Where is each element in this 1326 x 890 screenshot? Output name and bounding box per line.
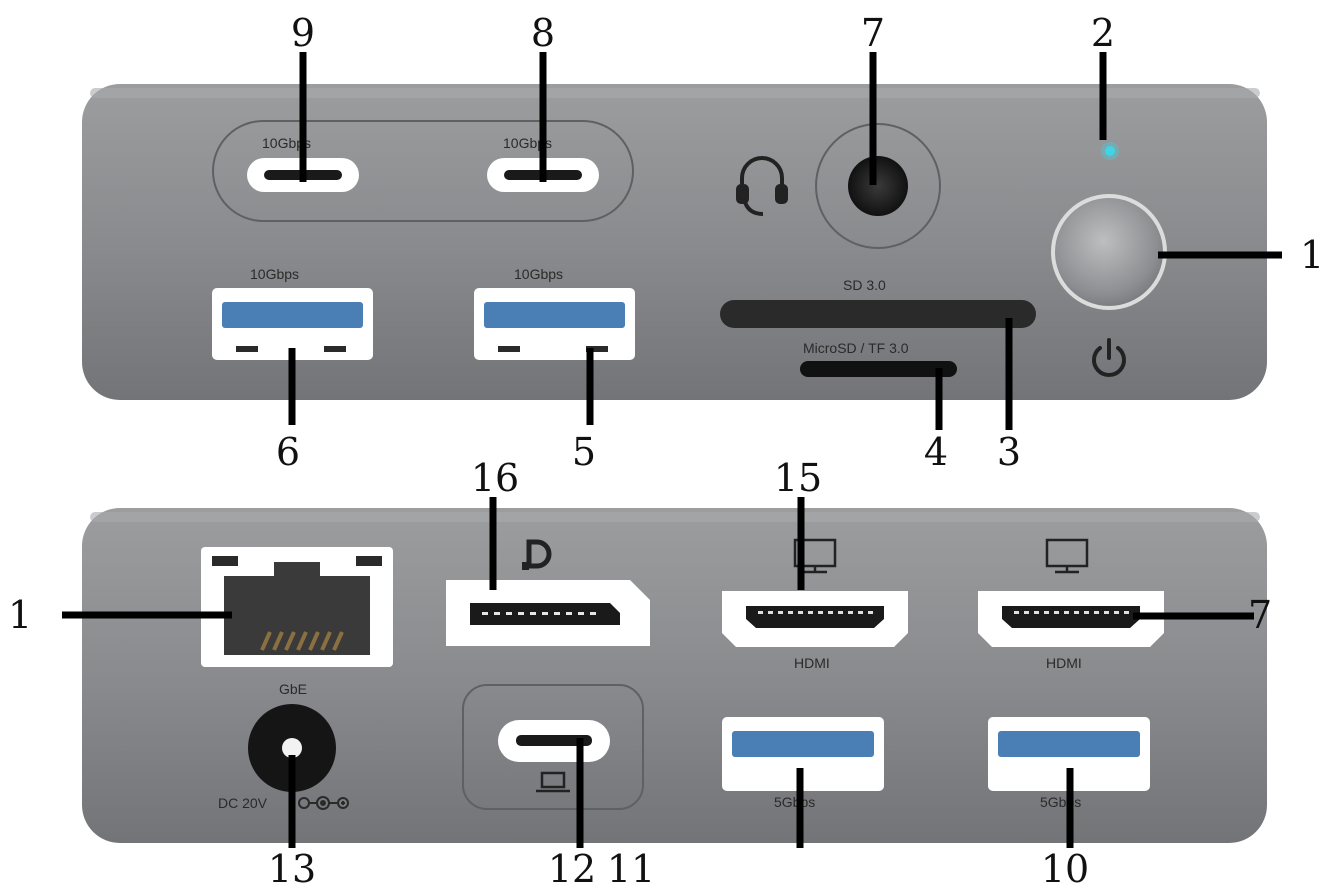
sd-card-slot <box>720 300 1036 328</box>
callout-3: 3 <box>997 430 1021 474</box>
usb-a-1-label: 10Gbps <box>250 266 299 282</box>
callout-13: 13 <box>268 847 316 890</box>
audio-jack-recess <box>815 123 941 249</box>
callout-16: 16 <box>471 456 519 500</box>
callout-rear-1: 1 <box>8 593 32 637</box>
usb-a-port-1-clip-r <box>324 346 346 352</box>
callout-5: 5 <box>572 430 596 474</box>
callout-2: 2 <box>1091 11 1115 55</box>
hdmi-port-2-socket <box>1002 606 1140 628</box>
dc-label: DC 20V <box>218 795 268 811</box>
hdmi-port-1-pins <box>758 611 873 614</box>
rear-highlight <box>90 512 1260 522</box>
microsd-label: MicroSD / TF 3.0 <box>803 340 909 356</box>
sd-label: SD 3.0 <box>843 277 886 293</box>
callout-9: 9 <box>291 11 315 55</box>
hdmi-port-1-socket <box>746 606 884 628</box>
hdmi-2-label: HDMI <box>1046 655 1082 671</box>
usb-a-port-2-clip-l <box>498 346 520 352</box>
usb-a-port-2-tongue <box>484 302 625 328</box>
usb-a-3-label: 5Gbps <box>774 794 815 810</box>
callout-11: 11 <box>607 847 655 890</box>
callout-15: 15 <box>774 456 822 500</box>
headset-icon <box>736 156 788 216</box>
power-button <box>1055 198 1163 306</box>
ethernet-socket <box>224 562 370 655</box>
front-panel: 10Gbps 10Gbps 10Gbps 10Gbps SD 3.0 <box>82 84 1267 400</box>
polarity-icon <box>298 796 349 810</box>
usb-a-port-3-tongue <box>732 731 874 757</box>
usb-a-4-label: 5Gbps <box>1040 794 1081 810</box>
usb-a-port-1-clip-l <box>236 346 258 352</box>
power-icon <box>1092 338 1126 377</box>
rear-panel: GbE DC 20V <box>82 508 1267 843</box>
callout-10: 10 <box>1041 847 1089 890</box>
usb-c-recess <box>212 120 634 222</box>
front-highlight <box>90 88 1260 98</box>
hdmi-1-label: HDMI <box>794 655 830 671</box>
callout-4: 4 <box>924 430 948 474</box>
displayport-icon <box>522 539 552 570</box>
callout-12: 12 <box>548 847 596 890</box>
audio-jack <box>848 156 908 216</box>
hdmi-port-2-pins <box>1014 611 1129 614</box>
ethernet-led-right <box>356 556 382 566</box>
leader-lines <box>62 52 1282 848</box>
callout-1: 1 <box>1300 233 1324 277</box>
usb-a-port-2-clip-r <box>586 346 608 352</box>
usb-a-port-1-tongue <box>222 302 363 328</box>
monitor-icon-2 <box>1045 538 1089 574</box>
laptop-icon <box>536 771 570 793</box>
callout-6: 6 <box>276 430 300 474</box>
callout-7: 7 <box>861 11 885 55</box>
ethernet-led-left <box>212 556 238 566</box>
callout-rear-7: 7 <box>1248 593 1272 637</box>
callout-numbers: 9 8 7 2 1 6 5 4 3 16 15 1 7 13 12 11 10 <box>8 11 1324 890</box>
usb-c-1-label: 10Gbps <box>262 135 311 151</box>
microsd-card-slot <box>800 361 957 377</box>
monitor-icon-1 <box>793 538 837 574</box>
dc-jack-pin <box>282 738 302 758</box>
upstream-usb-c-recess <box>462 684 644 810</box>
displayport-pins <box>482 612 596 615</box>
usb-a-2-label: 10Gbps <box>514 266 563 282</box>
status-led <box>1105 146 1115 156</box>
ethernet-contacts <box>260 631 344 651</box>
upstream-usb-c-slot <box>516 735 592 746</box>
usb-a-port-4-tongue <box>998 731 1140 757</box>
callout-8: 8 <box>531 11 555 55</box>
ethernet-label: GbE <box>279 681 307 697</box>
